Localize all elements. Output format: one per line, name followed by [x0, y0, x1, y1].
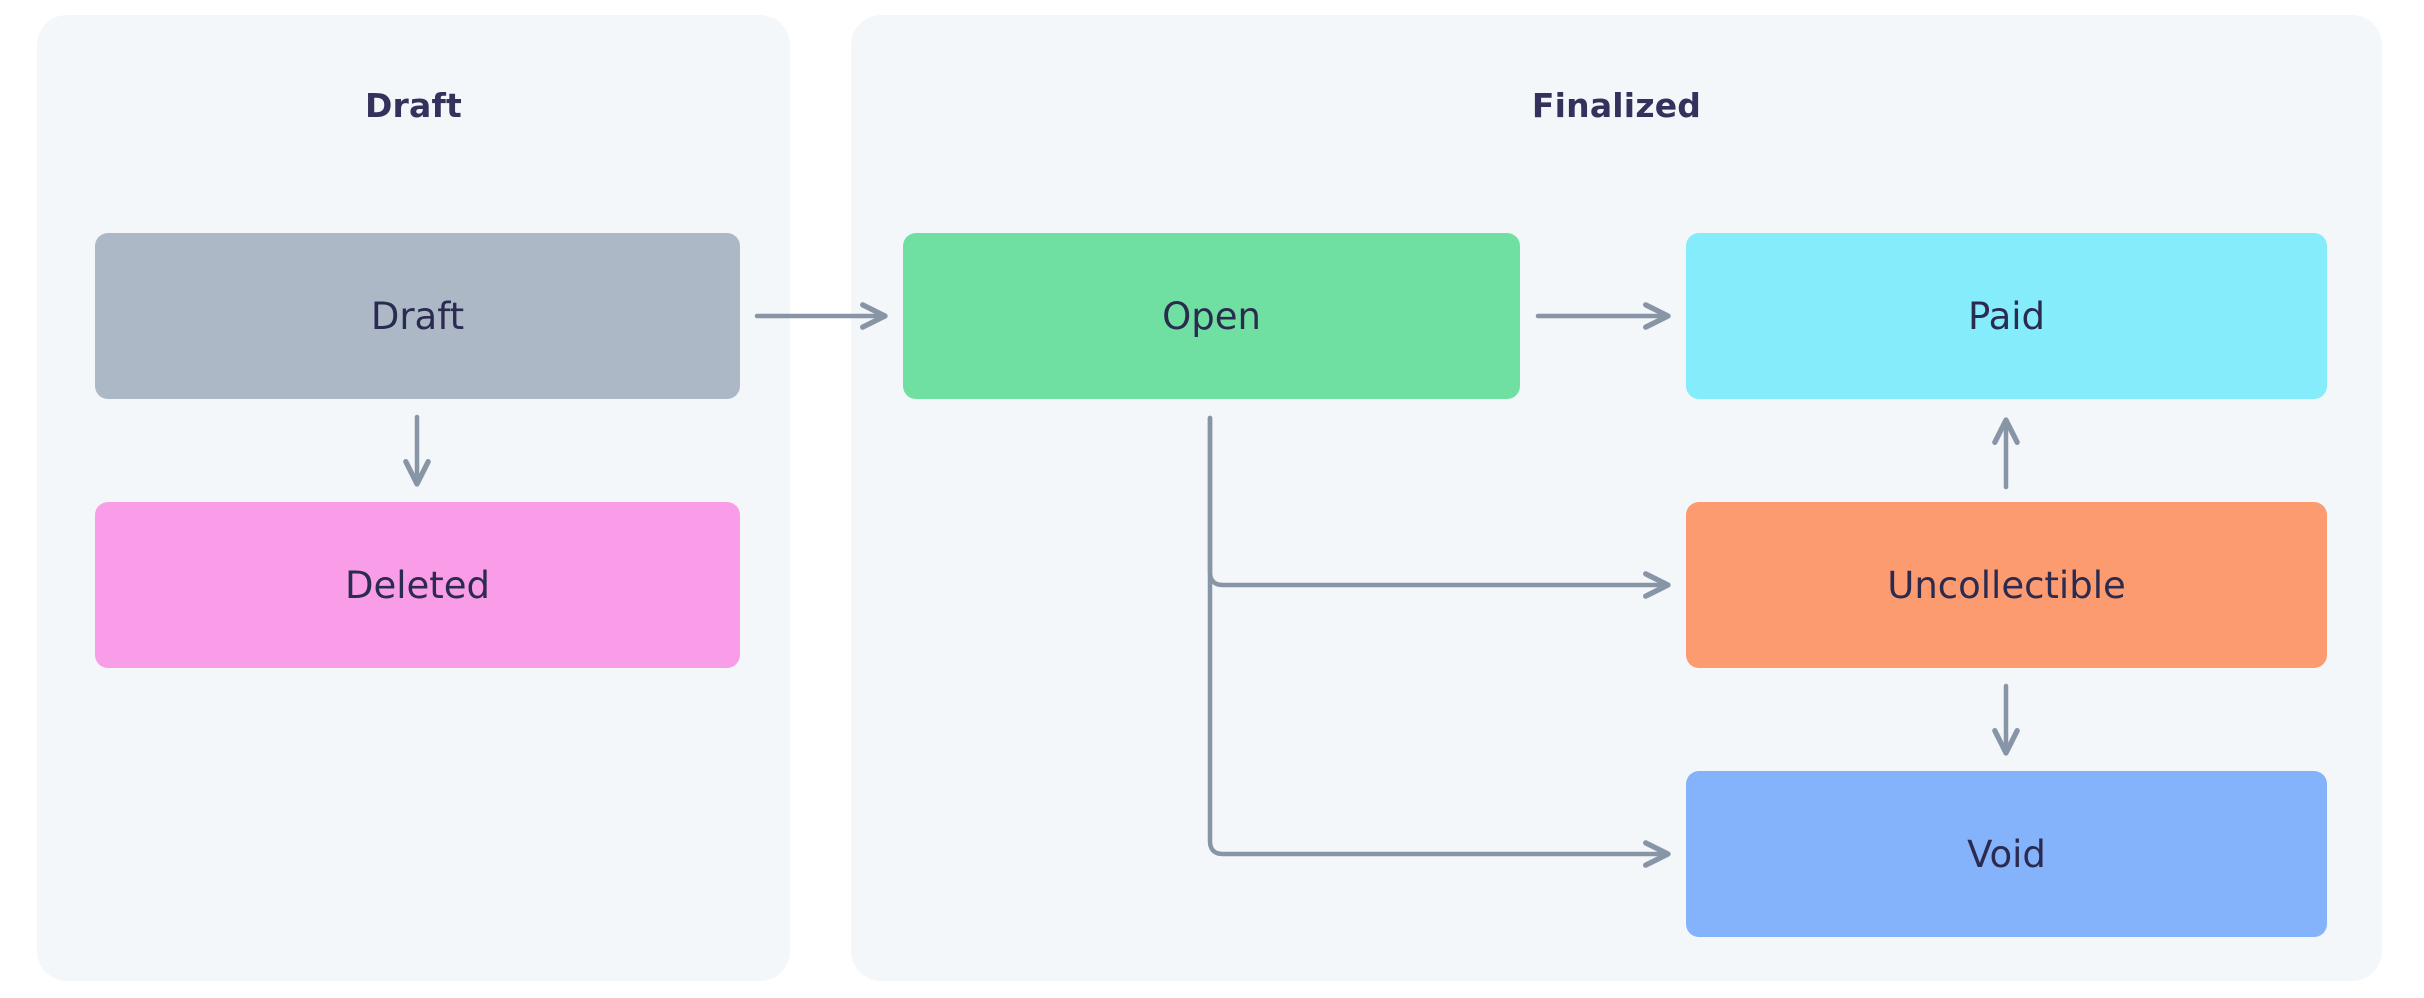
state-node-draft[interactable]: Draft: [95, 233, 740, 399]
state-node-deleted[interactable]: Deleted: [95, 502, 740, 668]
state-node-uncollectible[interactable]: Uncollectible: [1686, 502, 2327, 668]
state-node-void[interactable]: Void: [1686, 771, 2327, 937]
group-title-draft: Draft: [364, 86, 463, 125]
state-node-open[interactable]: Open: [903, 233, 1520, 399]
group-title-finalized: Finalized: [1531, 86, 1702, 125]
group-panel-draft: [37, 15, 790, 981]
state-node-paid[interactable]: Paid: [1686, 233, 2327, 399]
